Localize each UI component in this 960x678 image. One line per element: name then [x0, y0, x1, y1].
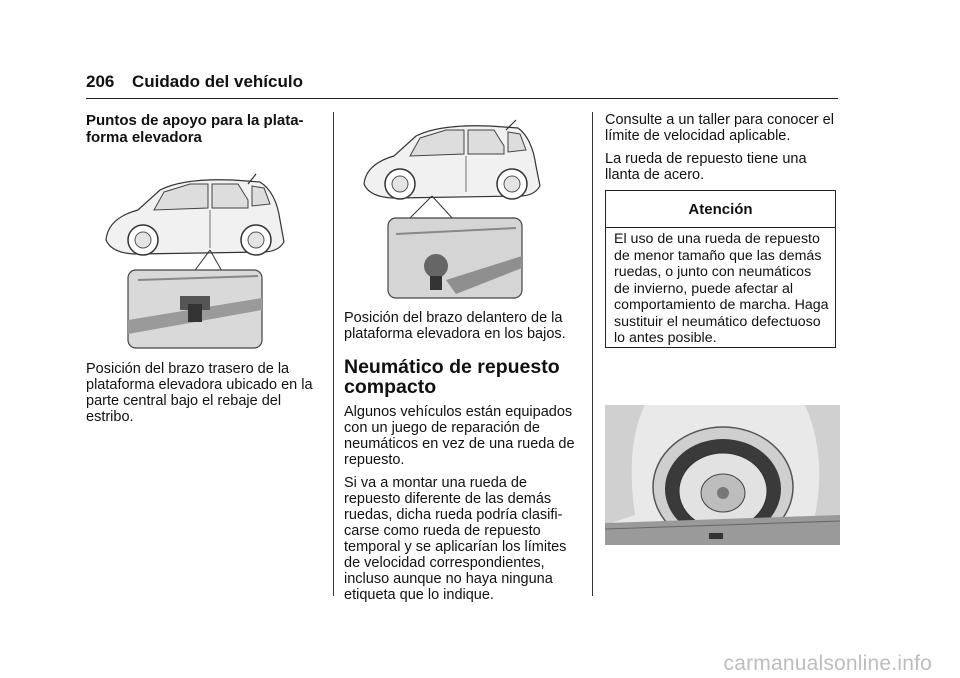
para-speed-limit-1: Consulte a un taller para conocer el	[605, 112, 834, 128]
compact-spare-heading-line1: Neumático de repuesto	[344, 356, 560, 378]
column-divider-1	[333, 112, 334, 596]
front-arm-caption-1: Posición del brazo delantero de la	[344, 310, 563, 326]
para-temporary-1: Si va a montar una rueda de	[344, 475, 527, 491]
attention-line: de invierno, puede afectar al	[614, 280, 794, 297]
section-title: Cuidado del vehículo	[132, 72, 303, 91]
para-temporary-7: incluso aunque no haya ninguna	[344, 571, 553, 587]
watermark-text: carmanualsonline.info	[723, 652, 932, 675]
header-rule	[86, 98, 838, 99]
attention-title: Atención	[688, 201, 753, 218]
rear-arm-caption-4: estribo.	[86, 409, 134, 425]
rear-arm-caption-1: Posición del brazo trasero de la	[86, 361, 290, 377]
attention-line: comportamiento de marcha. Haga	[614, 297, 829, 313]
attention-notice: Atención El uso de una rueda de repuesto…	[605, 190, 836, 348]
para-repair-kit-3: neumáticos en vez de una rueda de	[344, 436, 575, 452]
attention-rule	[606, 227, 835, 228]
para-temporary-8: etiqueta que lo indique.	[344, 587, 494, 603]
column-divider-2	[592, 112, 593, 596]
attention-line: El uso de una rueda de repuesto	[614, 231, 820, 247]
rear-arm-caption-2: plataforma elevadora ubicado en la	[86, 377, 313, 393]
para-temporary-5: temporal y se aplicarían los límites	[344, 539, 567, 555]
attention-line: ruedas, o junto con neumáticos	[614, 264, 812, 280]
attention-line: lo antes posible.	[614, 330, 717, 346]
para-steel-rim-1: La rueda de repuesto tiene una	[605, 151, 807, 167]
attention-body: El uso de una rueda de repuesto de menor…	[614, 231, 829, 347]
lift-points-heading-line2: forma elevadora	[86, 129, 202, 146]
para-repair-kit-4: repuesto.	[344, 452, 405, 468]
para-temporary-2: repuesto diferente de las demás	[344, 491, 552, 507]
front-lift-arm-illustration	[363, 119, 541, 299]
page-number: 206	[86, 72, 115, 91]
para-temporary-6: de velocidad correspondientes,	[344, 555, 545, 571]
front-arm-caption-2: plataforma elevadora en los bajos.	[344, 326, 566, 342]
rear-lift-arm-illustration	[105, 173, 285, 349]
rear-arm-caption-3: parte central bajo el rebaje del	[86, 393, 282, 409]
compact-spare-heading-line2: compacto	[344, 376, 437, 398]
para-temporary-3: ruedas, dicha rueda podría clasifi-	[344, 507, 563, 523]
attention-line: de menor tamaño que las demás	[614, 247, 822, 264]
para-steel-rim-2: llanta de acero.	[605, 167, 705, 183]
attention-line: sustituir el neumático defectuoso	[614, 313, 821, 330]
para-temporary-4: carse como rueda de repuesto	[344, 523, 541, 539]
para-repair-kit-2: con un juego de reparación de	[344, 420, 540, 436]
lift-points-heading-line1: Puntos de apoyo para la plata-	[86, 112, 304, 129]
para-speed-limit-2: límite de velocidad aplicable.	[605, 128, 791, 144]
para-repair-kit-1: Algunos vehículos están equipados	[344, 404, 573, 420]
spare-wheel-illustration	[605, 405, 840, 545]
